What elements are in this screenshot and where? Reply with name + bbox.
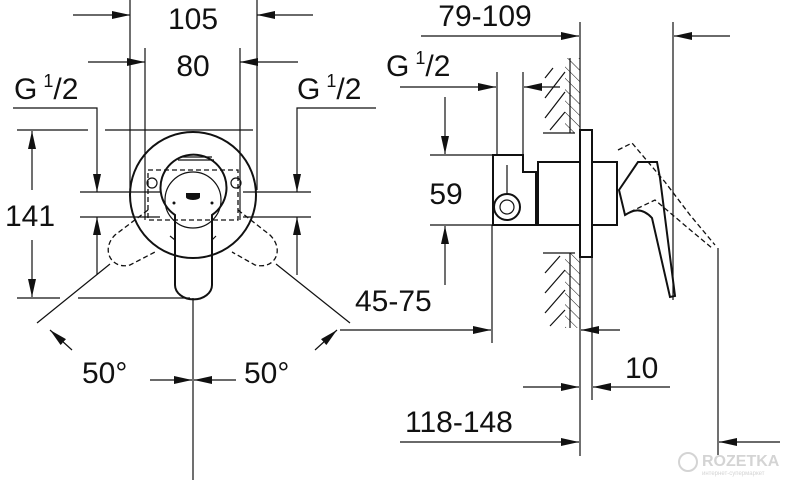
watermark-brand: ROZETKA: [702, 453, 780, 470]
valve-body: [492, 154, 537, 226]
dim-width-105: 105: [168, 3, 218, 36]
lever-handle: [159, 153, 228, 301]
dim-height-59: 59: [429, 178, 462, 211]
rosette: [129, 131, 257, 259]
angle-right-50: 50°: [244, 357, 289, 390]
dim-plate-10: 10: [625, 352, 658, 385]
watermark-tagline: интернет-супермаркет: [702, 471, 765, 477]
angle-left-50: 50°: [82, 357, 127, 390]
escutcheon-plate: [579, 129, 593, 258]
dim-install-45-75: 45-75: [355, 285, 432, 318]
lever-side: [617, 161, 677, 299]
dim-overall-118-148: 118-148: [405, 406, 513, 439]
dim-depth-79-109: 79-109: [438, 0, 531, 33]
dim-width-80: 80: [176, 50, 209, 83]
watermark: ROZETKA интернет-супермаркет: [678, 452, 780, 477]
dim-height-141: 141: [5, 200, 55, 233]
